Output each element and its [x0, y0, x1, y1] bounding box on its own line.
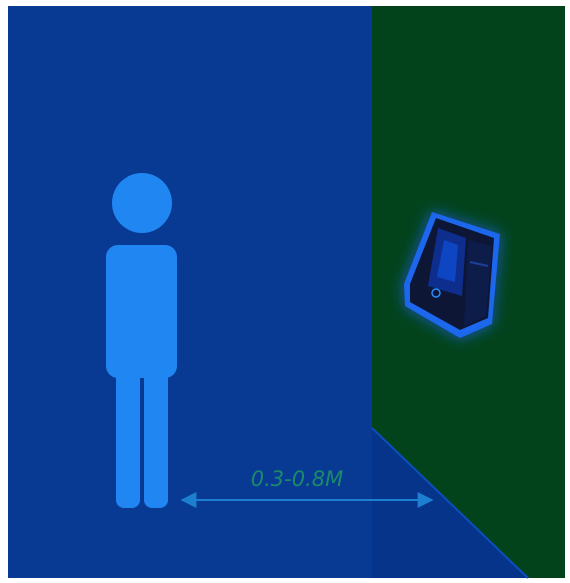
person-head [112, 173, 172, 233]
left-wall [8, 6, 372, 578]
distance-label: 0.3-0.8M [251, 467, 344, 491]
person-left-leg [116, 360, 140, 508]
person-right-leg [144, 360, 168, 508]
person-torso [106, 245, 177, 378]
